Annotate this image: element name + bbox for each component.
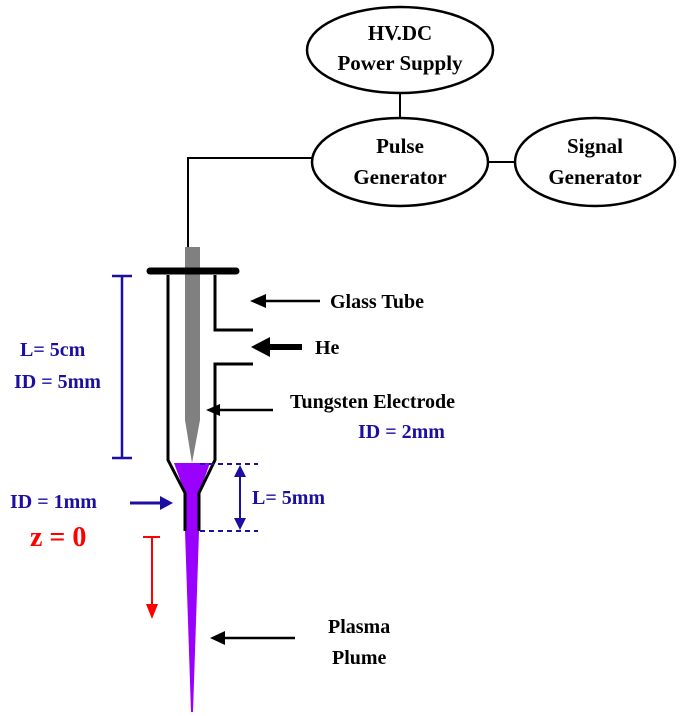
tube-id-label: ID = 5mm (14, 371, 101, 393)
pulse-label-2: Generator (353, 165, 446, 189)
hv-label-1: HV.DC (368, 21, 432, 45)
plume-arrow (210, 631, 295, 645)
plasma-plume (185, 531, 199, 712)
glass-tube (146, 267, 253, 531)
nozzle-id-arrow (130, 496, 173, 510)
plume-label-1: Plasma (328, 616, 390, 638)
nozzle-length-label: L= 5mm (252, 487, 325, 509)
z-axis-arrow (143, 536, 160, 619)
signal-label-2: Generator (548, 165, 641, 189)
nozzle-length-dimension (200, 463, 258, 532)
signal-generator: Signal Generator (513, 116, 677, 208)
hv-power-supply: HV.DC Power Supply (305, 5, 495, 95)
z0-label: z = 0 (30, 522, 86, 553)
pulse-wire (187, 157, 312, 248)
he-label: He (315, 337, 340, 359)
signal-label-1: Signal (567, 134, 623, 158)
hv-label-2: Power Supply (337, 51, 463, 75)
plasma-in-nozzle (174, 463, 210, 531)
pulse-label-1: Pulse (376, 134, 424, 158)
tungsten-arrow (206, 404, 273, 416)
tungsten-label: Tungsten Electrode (290, 391, 455, 413)
plume-label-2: Plume (332, 647, 387, 669)
tube-length-dimension (112, 274, 132, 460)
tungsten-electrode (185, 247, 200, 463)
tungsten-id-label: ID = 2mm (358, 421, 445, 443)
pulse-generator: Pulse Generator (310, 116, 490, 208)
tube-length-label: L= 5cm (20, 339, 86, 361)
nozzle-id-label: ID = 1mm (10, 491, 97, 513)
glass-tube-label: Glass Tube (330, 291, 424, 313)
glass-tube-arrow (250, 294, 320, 308)
he-inlet-arrow (251, 337, 302, 357)
